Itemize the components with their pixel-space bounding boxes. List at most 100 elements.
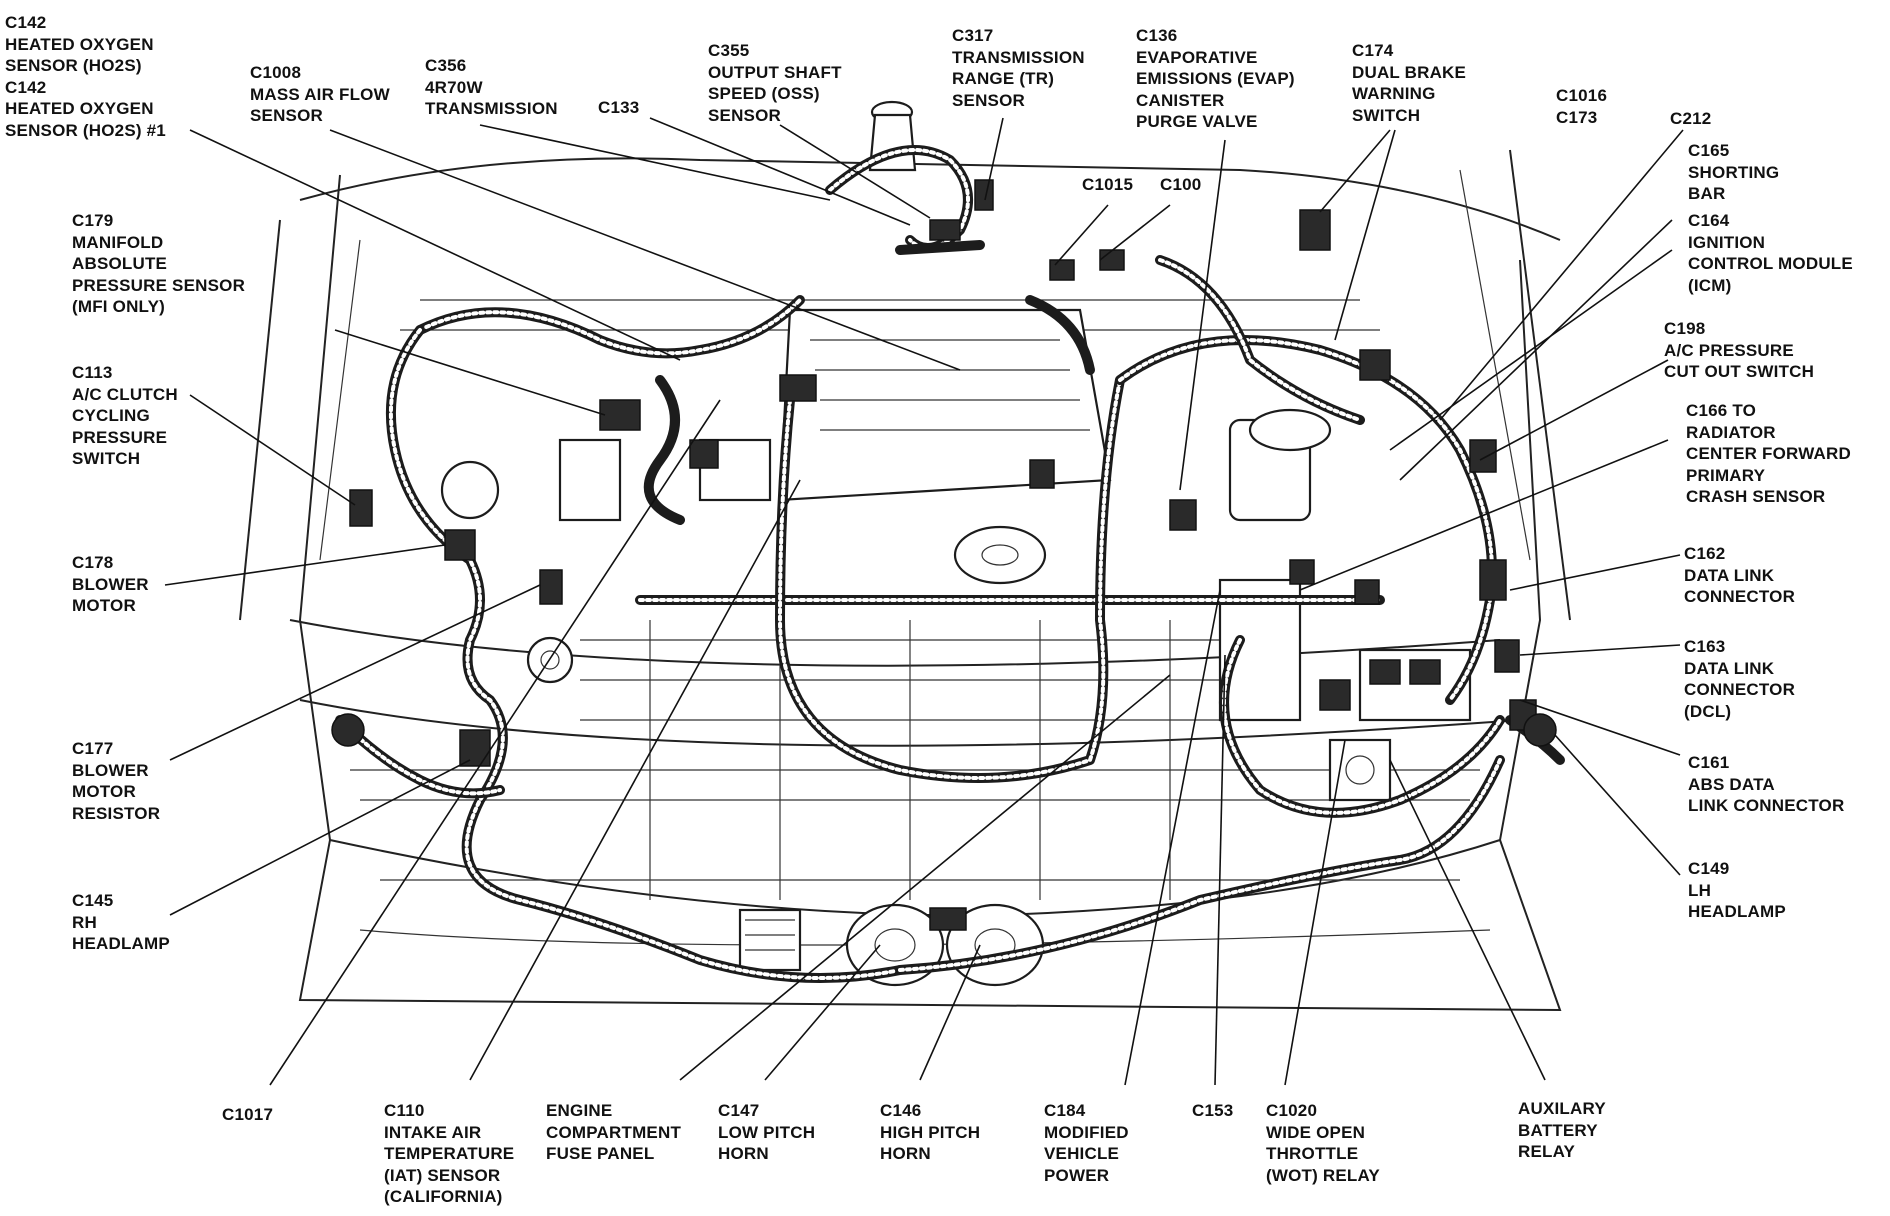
label-line: (DCL) [1684, 701, 1732, 721]
label-line: C161 [1688, 753, 1730, 772]
label-line: WIDE OPEN [1266, 1122, 1366, 1142]
label-line: C149 [1688, 859, 1730, 878]
label-line: SENSOR [708, 105, 781, 125]
label-line: SENSOR [250, 106, 323, 125]
label-line: C142 [5, 13, 47, 32]
label-line: LH [1688, 880, 1712, 900]
label-line: DUAL BRAKE [1352, 62, 1467, 82]
label-auxiliary-battery-relay: AUXILARY BATTERY RELAY [1518, 1098, 1606, 1163]
label-line: DATA LINK [1684, 565, 1775, 585]
label-line: VEHICLE [1044, 1144, 1120, 1163]
connectors [331, 209, 1557, 767]
transmission [825, 100, 994, 255]
label-line: MASS AIR FLOW [250, 84, 390, 104]
label-line: OUTPUT SHAFT [708, 62, 842, 82]
label-line: ENGINE [546, 1101, 613, 1120]
label-line: MOTOR [72, 782, 136, 801]
label-line: C142 [5, 77, 47, 97]
label-line: AUXILARY [1518, 1099, 1606, 1118]
label-line: C179 [72, 211, 114, 230]
label-line: TRANSMISSION [952, 47, 1085, 67]
label-c133: C133 [598, 97, 639, 119]
label-line: C100 [1160, 175, 1202, 194]
label-line: CENTER FORWARD [1686, 444, 1851, 463]
label-line: LINK CONNECTOR [1688, 796, 1845, 815]
label-line: WARNING [1352, 84, 1436, 103]
label-line: INTAKE AIR [384, 1122, 482, 1142]
label-c153: C153 [1192, 1100, 1233, 1122]
label-line: C184 [1044, 1101, 1086, 1120]
label-line: 4R70W [425, 77, 483, 97]
label-line: C1015 [1082, 175, 1134, 194]
label-line: IGNITION [1688, 232, 1766, 252]
label-line: FUSE PANEL [546, 1144, 655, 1163]
label-line: C1008 [250, 63, 302, 82]
label-line: EMISSIONS (EVAP) [1136, 69, 1295, 88]
label-line: (ICM) [1688, 275, 1732, 295]
label-line: C136 [1136, 26, 1178, 45]
label-line: C178 [72, 553, 114, 572]
label-line: C110 [384, 1101, 425, 1120]
label-line: MANIFOLD [72, 232, 164, 252]
label-c100: C100 [1160, 174, 1201, 196]
label-line: C147 [718, 1101, 760, 1120]
label-line: C174 [1352, 41, 1394, 60]
label-line: DATA LINK [1684, 658, 1775, 678]
engine-block [440, 308, 1392, 802]
label-line: SWITCH [1352, 105, 1421, 125]
label-line: MODIFIED [1044, 1122, 1129, 1142]
label-line: HORN [718, 1144, 769, 1163]
label-line: BLOWER [72, 760, 149, 780]
label-line: POWER [1044, 1165, 1110, 1185]
label-line: C146 [880, 1101, 922, 1120]
label-line: CANISTER [1136, 90, 1225, 110]
label-line: RH [72, 912, 97, 932]
label-line: PRESSURE [72, 427, 168, 447]
label-line: C1016 [1556, 86, 1608, 105]
label-line: CONNECTOR [1684, 680, 1796, 699]
label-line: C153 [1192, 1101, 1234, 1120]
label-line: RANGE (TR) [952, 69, 1055, 88]
label-line: C165 [1688, 141, 1730, 160]
label-line: C177 [72, 739, 114, 758]
label-line: C198 [1664, 319, 1706, 338]
label-line: SWITCH [72, 449, 141, 468]
label-line: C164 [1688, 211, 1730, 230]
label-line: EVAPORATIVE [1136, 47, 1258, 67]
label-line: LOW PITCH [718, 1122, 816, 1142]
label-line: (WOT) RELAY [1266, 1165, 1380, 1185]
label-line: BATTERY [1518, 1120, 1598, 1140]
label-line: HEADLAMP [72, 934, 170, 953]
label-line: C1020 [1266, 1101, 1318, 1120]
label-line: RELAY [1518, 1142, 1576, 1161]
label-line: CRASH SENSOR [1686, 487, 1826, 506]
label-line: HEATED OXYGEN [5, 99, 154, 118]
label-line: C317 [952, 26, 994, 45]
label-line: THROTTLE [1266, 1144, 1359, 1163]
label-line: CONNECTOR [1684, 587, 1796, 606]
label-line: RADIATOR [1686, 422, 1776, 442]
label-line: C166 TO [1686, 401, 1757, 420]
label-line: ABSOLUTE [72, 254, 168, 273]
